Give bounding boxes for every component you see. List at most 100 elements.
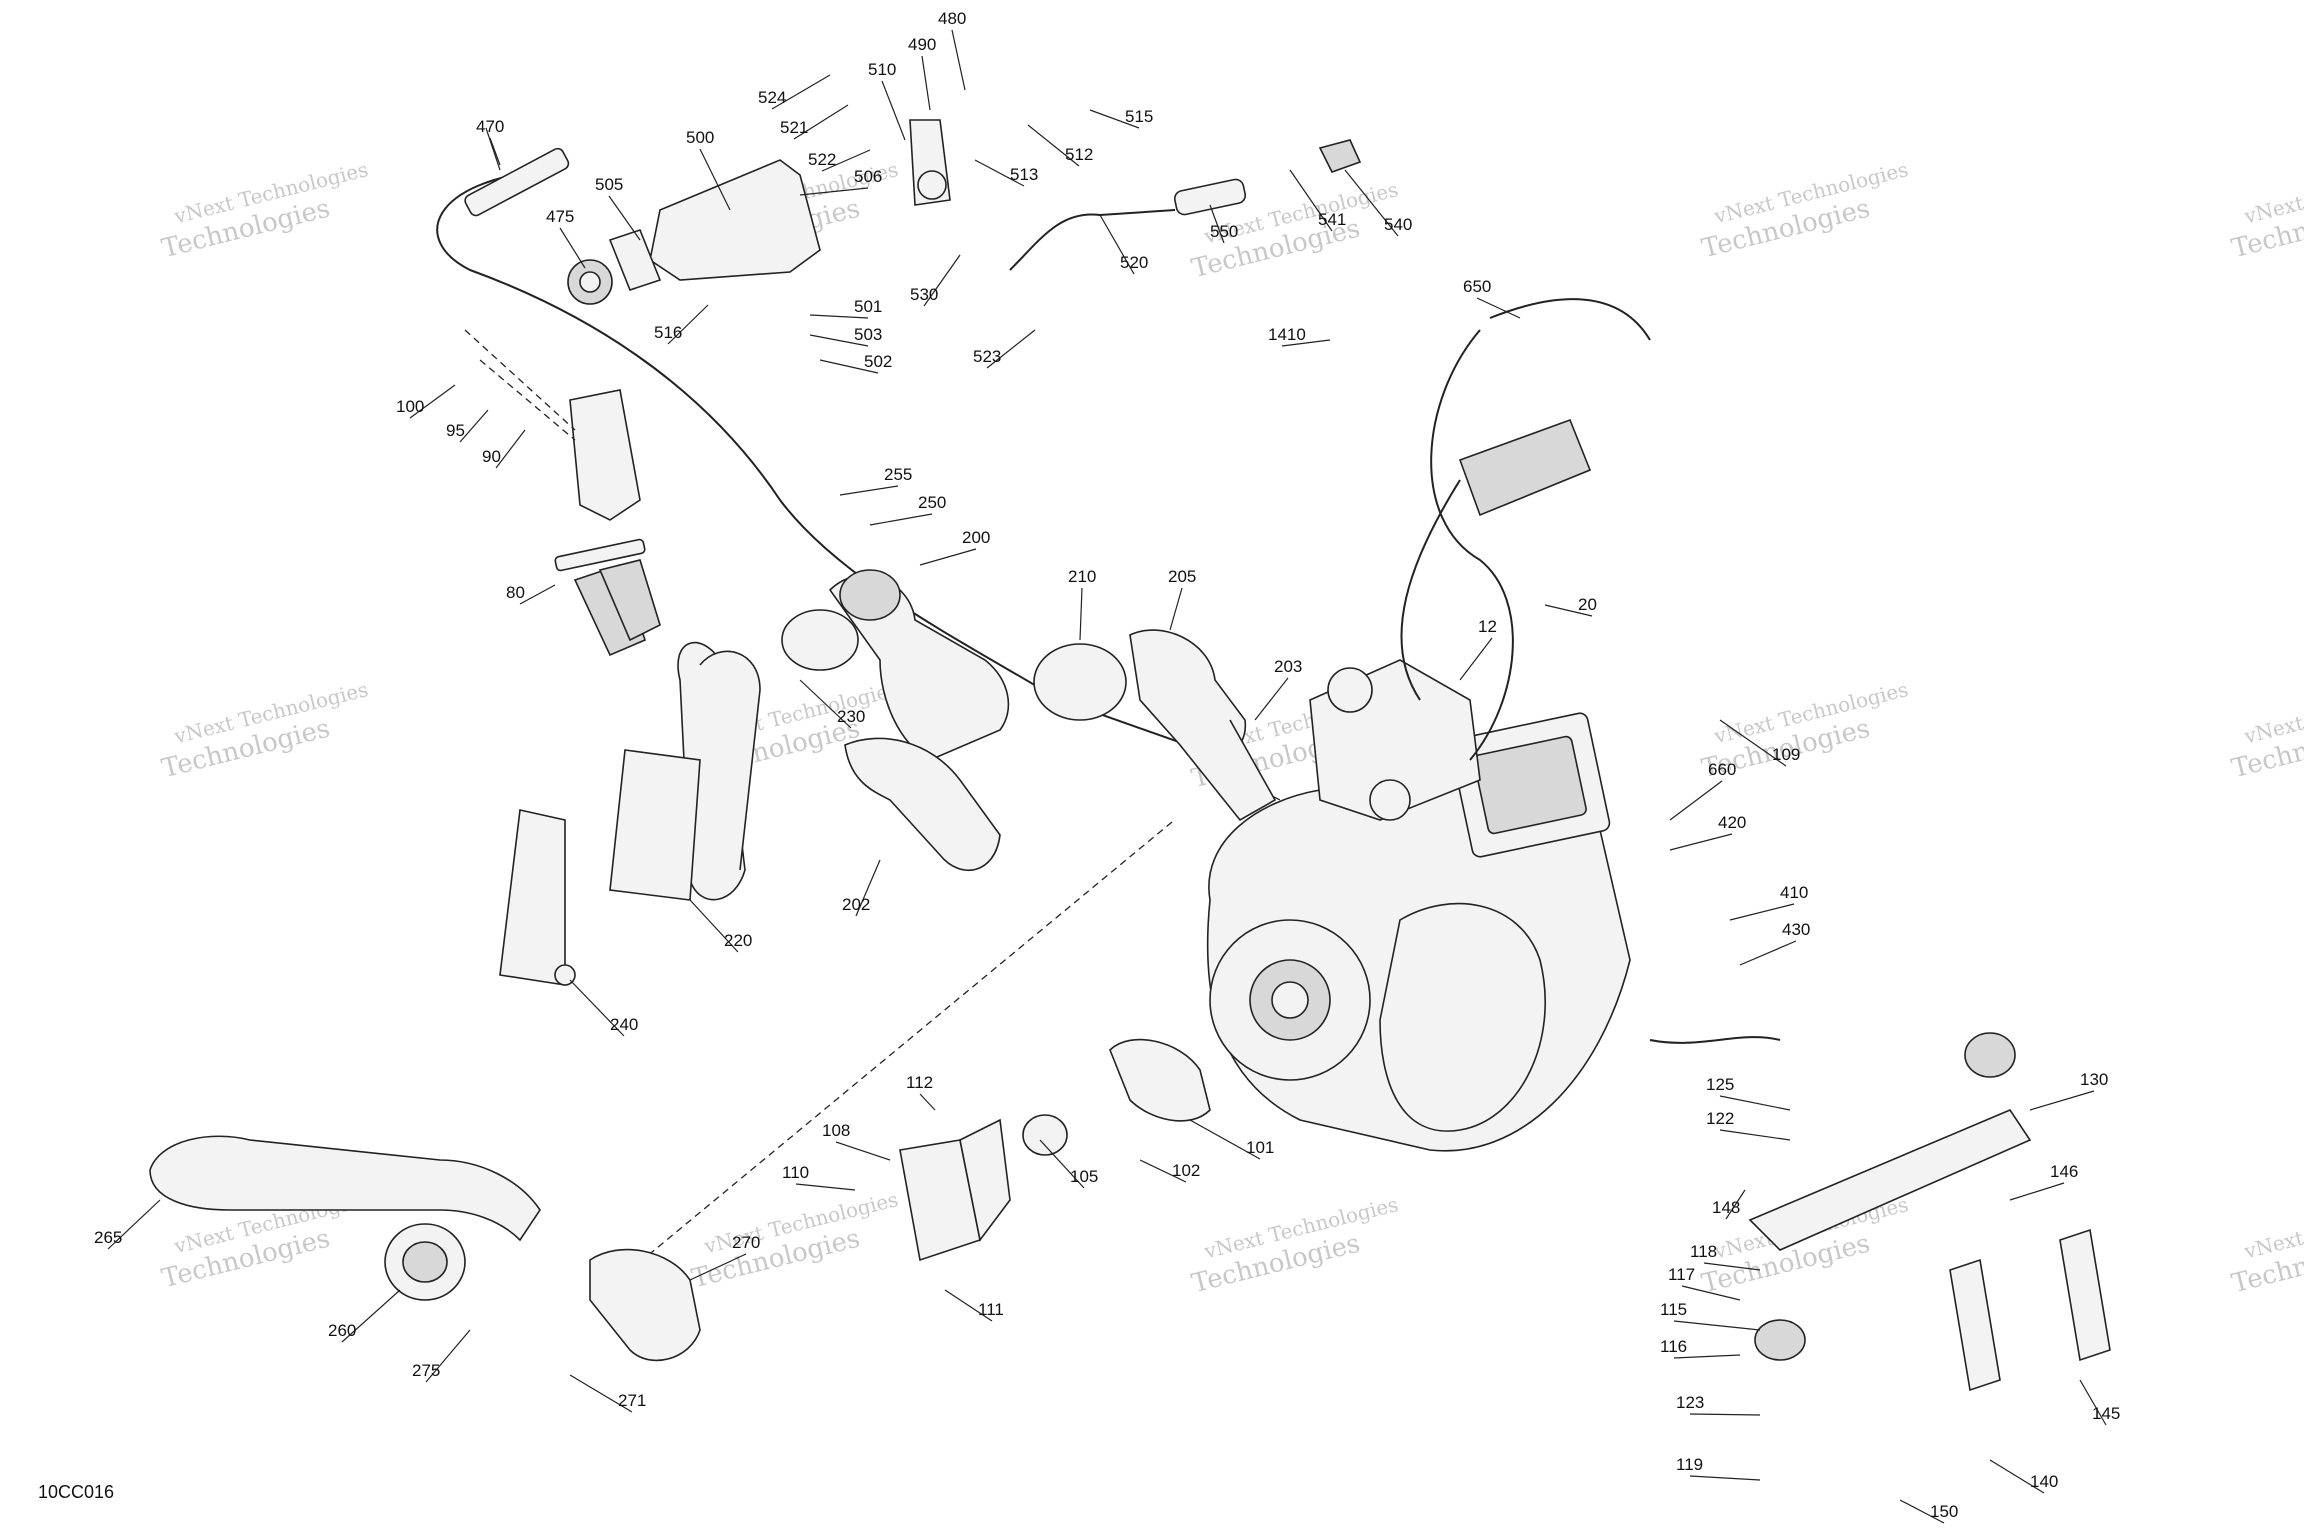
callout-202: 202 (842, 859, 881, 917)
callout-leader-111 (944, 1289, 993, 1322)
callout-leader-500 (699, 148, 731, 211)
callout-118: 118 (1690, 1242, 1761, 1271)
callout-leader-521 (793, 104, 849, 140)
callout-255: 255 (839, 465, 912, 496)
callout-leader-1410 (1281, 339, 1331, 347)
callout-label-240: 240 (610, 1015, 638, 1034)
callout-leader-140 (1989, 1459, 2045, 1494)
callout-label-1410: 1410 (1268, 325, 1306, 344)
callout-275: 275 (412, 1329, 471, 1383)
callout-leader-145 (2079, 1379, 2107, 1426)
callout-271: 271 (569, 1374, 646, 1413)
callout-505: 505 (595, 175, 641, 241)
callout-leader-520 (1099, 214, 1135, 275)
callout-label-520: 520 (1120, 253, 1148, 272)
callout-leader-650 (1476, 297, 1521, 319)
callout-leader-540 (1344, 169, 1399, 237)
intake-duct-200 (781, 569, 1010, 871)
callout-524: 524 (758, 74, 831, 110)
callout-112: 112 (906, 1073, 936, 1111)
callout-label-122: 122 (1706, 1109, 1734, 1128)
callout-label-20: 20 (1578, 595, 1597, 614)
callout-leader-115 (1673, 1320, 1761, 1331)
callout-leader-95 (459, 409, 489, 443)
callout-leader-148 (1725, 1189, 1746, 1220)
callout-label-524: 524 (758, 88, 786, 107)
callout-leader-102 (1139, 1159, 1187, 1183)
callout-90: 90 (482, 429, 526, 469)
callout-label-500: 500 (686, 128, 714, 147)
callout-label-501: 501 (854, 297, 882, 316)
callout-label-650: 650 (1463, 277, 1491, 296)
callout-leader-530 (923, 254, 961, 307)
callout-leader-522 (821, 149, 871, 172)
callout-label-522: 522 (808, 150, 836, 169)
callout-475: 475 (546, 207, 586, 269)
callout-label-230: 230 (837, 707, 865, 726)
callout-label-271: 271 (618, 1391, 646, 1410)
callout-label-512: 512 (1065, 145, 1093, 164)
callout-520: 520 (1099, 214, 1148, 275)
callout-label-260: 260 (328, 1321, 356, 1340)
callout-660: 660 (1669, 760, 1736, 821)
callout-420: 420 (1669, 813, 1746, 851)
callout-leader-516 (667, 304, 709, 345)
callout-label-530: 530 (910, 285, 938, 304)
callout-503: 503 (809, 325, 882, 347)
callout-470: 470 (476, 117, 504, 166)
callout-label-90: 90 (482, 447, 501, 466)
diagram-reference-code: 10CC016 (38, 1482, 114, 1502)
callout-label-111: 111 (978, 1300, 1004, 1319)
callout-label-117: 117 (1668, 1265, 1695, 1284)
callout-label-202: 202 (842, 895, 870, 914)
callout-label-101: 101 (1246, 1138, 1274, 1157)
callout-label-148: 148 (1712, 1198, 1740, 1217)
callout-leader-205 (1169, 587, 1183, 631)
callout-leader-265 (107, 1199, 161, 1250)
callout-leader-420 (1669, 833, 1733, 851)
callout-123: 123 (1676, 1393, 1761, 1416)
callout-203: 203 (1254, 657, 1302, 721)
callout-label-80: 80 (506, 583, 525, 602)
callout-100: 100 (396, 384, 456, 419)
callout-650: 650 (1463, 277, 1521, 319)
callout-500: 500 (686, 128, 731, 211)
callout-502: 502 (819, 352, 892, 374)
callout-leader-502 (819, 359, 879, 374)
callout-label-506: 506 (854, 167, 882, 186)
mount-bracket-108 (899, 1038, 1211, 1262)
callout-205: 205 (1168, 567, 1196, 631)
callout-label-521: 521 (780, 118, 808, 137)
engine-assembly (1206, 659, 1631, 1152)
callout-leader-470 (489, 137, 501, 166)
callout-label-150: 150 (1930, 1502, 1958, 1521)
callout-label-109: 109 (1772, 745, 1800, 764)
bracket-500 (567, 159, 821, 305)
callout-150: 150 (1899, 1499, 1958, 1524)
callout-523: 523 (973, 329, 1036, 369)
throttle-cable-470 (436, 127, 1231, 761)
callout-label-502: 502 (864, 352, 892, 371)
callout-leader-110 (795, 1183, 856, 1191)
callout-label-490: 490 (908, 35, 936, 54)
callout-leader-12 (1459, 637, 1493, 681)
callout-leader-123 (1689, 1413, 1761, 1416)
callout-leader-116 (1673, 1354, 1741, 1359)
callout-leader-130 (2029, 1090, 2095, 1111)
callout-label-660: 660 (1708, 760, 1736, 779)
callout-label-125: 125 (1706, 1075, 1734, 1094)
callout-label-503: 503 (854, 325, 882, 344)
callout-label-410: 410 (1780, 883, 1808, 902)
callout-label-430: 430 (1782, 920, 1810, 939)
callout-leader-122 (1719, 1129, 1791, 1141)
callout-label-513: 513 (1010, 165, 1038, 184)
callout-label-115: 115 (1660, 1300, 1687, 1319)
callout-leader-550 (1209, 204, 1225, 244)
callout-125: 125 (1706, 1075, 1791, 1111)
accelerator-pedal-80 (464, 329, 661, 657)
